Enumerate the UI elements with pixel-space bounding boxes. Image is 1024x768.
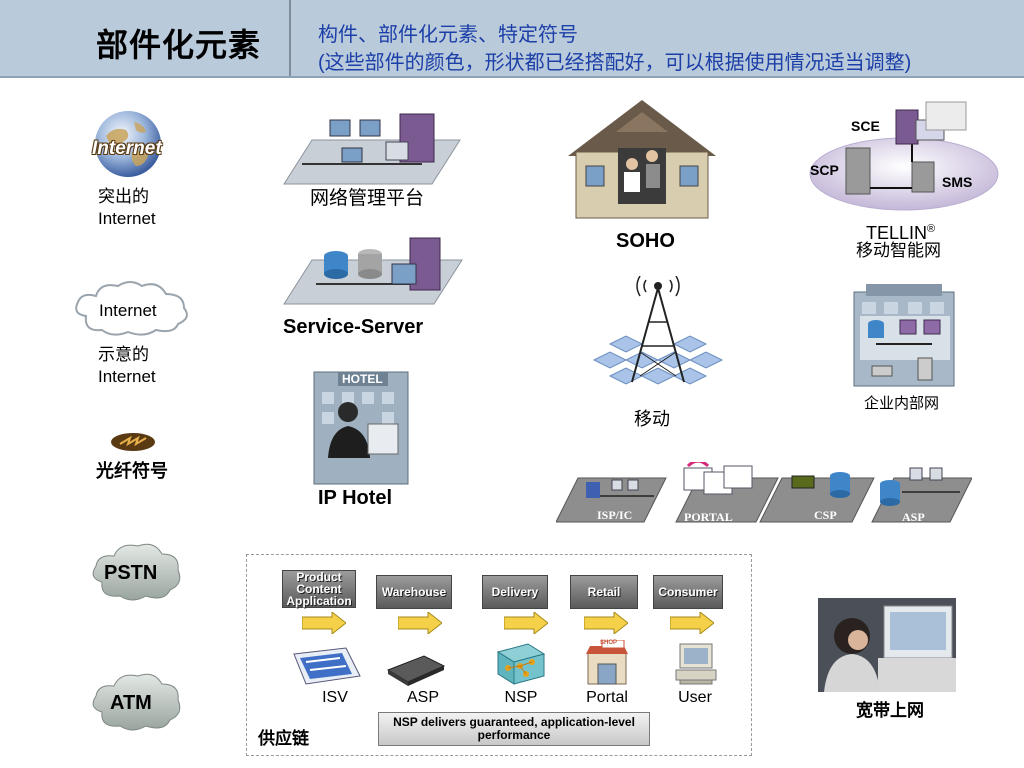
isp-label: ISP/IC — [597, 508, 633, 522]
sms-label: SMS — [942, 174, 973, 190]
cloud-label-1: 示意的 — [98, 345, 149, 364]
tellin-label: TELLIN® — [866, 218, 935, 244]
portal-label: PORTAL — [684, 510, 733, 524]
fiber-symbol-icon — [111, 433, 155, 451]
platforms-row — [556, 462, 972, 523]
pstn-text: PSTN — [104, 562, 158, 584]
internet-cloud-icon — [75, 281, 188, 336]
portal-shop-icon — [586, 640, 628, 685]
stage-delivery: Delivery — [482, 575, 548, 609]
nsp-network-cube-icon — [496, 643, 546, 685]
arrow-right-icon — [504, 612, 548, 634]
tellin-sub-label: 移动智能网 — [856, 241, 941, 260]
service-server-icon — [283, 237, 463, 305]
supply-chain-title: 供应链 — [258, 729, 309, 748]
asp-device-icon — [386, 655, 446, 686]
header-underline — [0, 76, 1024, 78]
portal-platform — [675, 462, 779, 523]
arrow-right-icon — [398, 612, 442, 634]
ip-hotel-label: IP Hotel — [318, 487, 393, 509]
csp-label: CSP — [814, 508, 837, 522]
header-divider — [289, 0, 291, 76]
scp-label: SCP — [810, 162, 839, 178]
tellin-ring-icon — [809, 101, 999, 211]
enterprise-label: 企业内部网 — [864, 395, 940, 412]
globe-badge: Internet — [92, 138, 162, 159]
sce-label: SCE — [851, 118, 880, 134]
hotel-sign: HOTEL — [342, 372, 383, 386]
supply-label-isv: ISV — [322, 689, 348, 706]
mobile-label: 移动 — [634, 409, 670, 429]
hotel-building-icon — [313, 371, 409, 485]
broadband-label: 宽带上网 — [856, 701, 924, 720]
tellin-text: TELLIN — [866, 223, 928, 243]
stage-retail: Retail — [570, 575, 638, 609]
globe-label-1: 突出的 — [98, 187, 149, 206]
subtitle-line-1: 构件、部件化元素、特定符号 — [318, 24, 578, 46]
soho-label: SOHO — [616, 230, 675, 252]
cloud-label-2: Internet — [98, 367, 156, 386]
isp-platform — [556, 477, 667, 523]
soho-house-icon — [568, 100, 716, 219]
arrow-right-icon — [670, 612, 714, 634]
asp-platform-label: ASP — [902, 510, 925, 524]
subtitle-line-2: (这些部件的颜色，形状都已经搭配好，可以根据使用情况适当调整) — [318, 52, 912, 74]
header-bar: 部件化元素 构件、部件化元素、特定符号 (这些部件的颜色，形状都已经搭配好，可以… — [0, 0, 1024, 76]
service-server-label: Service-Server — [283, 316, 424, 338]
network-mgmt-label: 网络管理平台 — [310, 188, 425, 209]
mobile-tower-icon — [592, 276, 724, 385]
network-management-icon — [283, 113, 461, 185]
enterprise-building-icon — [853, 284, 955, 387]
fiber-label: 光纤符号 — [96, 461, 168, 481]
asp-platform — [871, 467, 972, 523]
globe-label-2: Internet — [98, 209, 156, 228]
page-title: 部件化元素 — [96, 27, 262, 63]
tellin-registered-mark: ® — [927, 223, 936, 235]
nsp-note-box: NSP delivers guaranteed, application-lev… — [378, 712, 650, 746]
supply-chain-box — [246, 554, 752, 756]
supply-label-user: User — [678, 689, 712, 706]
atm-cloud-icon — [92, 673, 181, 731]
isv-software-icon — [293, 647, 361, 685]
portal-shop-sign: SHOP — [600, 640, 618, 646]
supply-label-portal: Portal — [586, 689, 628, 706]
stage-product-content-application: Product Content Application — [282, 570, 356, 608]
stage-warehouse: Warehouse — [376, 575, 452, 609]
pstn-cloud-icon — [92, 543, 181, 601]
stage-consumer: Consumer — [653, 575, 723, 609]
internet-globe-icon — [95, 111, 161, 177]
broadband-photo-icon — [818, 598, 956, 692]
arrow-right-icon — [584, 612, 628, 634]
cloud-text: Internet — [99, 301, 157, 320]
atm-text: ATM — [110, 692, 152, 714]
supply-label-nsp: NSP — [504, 689, 538, 706]
arrow-right-icon — [302, 612, 346, 634]
csp-platform — [759, 472, 875, 523]
supply-label-asp: ASP — [406, 689, 439, 706]
user-computer-icon — [675, 643, 717, 685]
